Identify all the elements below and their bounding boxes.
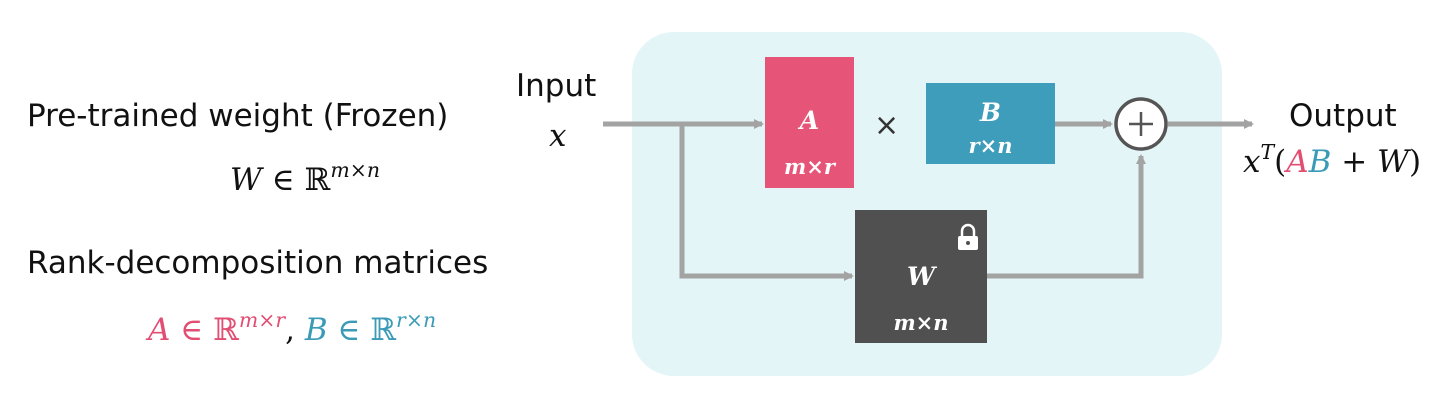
- matrix-a-dims: m×r: [784, 154, 835, 179]
- lock-icon: [958, 223, 978, 250]
- output-label: Output: [1289, 98, 1397, 134]
- multiply-sign: ×: [874, 108, 900, 143]
- matrix-w-name: W: [906, 262, 936, 291]
- matrix-w-box: [855, 210, 987, 343]
- path-to-w: [679, 124, 854, 281]
- matrix-b-box: [926, 83, 1055, 164]
- input-label: Input: [516, 68, 597, 104]
- b-formula: B ∈ ℝr×n: [304, 308, 437, 348]
- a-formula: A ∈ ℝm×r: [148, 308, 286, 348]
- input-var: x: [549, 118, 567, 154]
- rank-decomposition-label: Rank-decomposition matrices: [27, 245, 489, 281]
- path-w-to-plus: [987, 154, 1146, 279]
- add-icon: [1114, 97, 1168, 151]
- ab-formula: A ∈ ℝm×r, B ∈ ℝr×n: [148, 308, 437, 348]
- matrix-b-dims: r×n: [968, 133, 1013, 158]
- matrix-a-box: [765, 57, 854, 188]
- matrix-a-name: A: [799, 106, 820, 135]
- pretrained-weight-label: Pre-trained weight (Frozen): [27, 98, 449, 134]
- matrix-b-name: B: [979, 98, 1002, 127]
- output-formula: xT(AB + W): [1243, 140, 1422, 180]
- matrix-w-dims: m×n: [893, 310, 949, 335]
- w-formula: W ∈ ℝm×n: [230, 158, 380, 198]
